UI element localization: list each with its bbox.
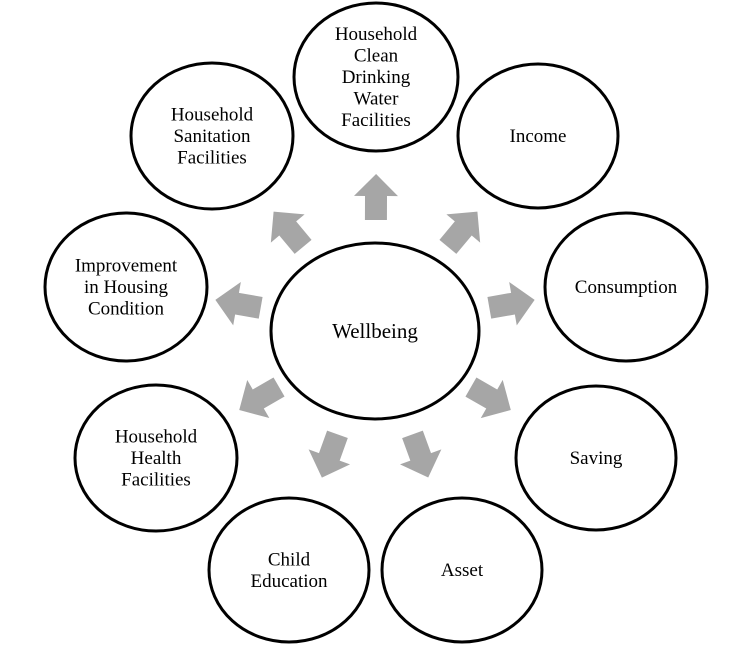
arrow-to-sanitation-facilities <box>270 211 312 254</box>
arrow-layer <box>215 174 535 478</box>
node-asset-label-line: Asset <box>441 560 484 581</box>
arrow-to-drinking-water <box>354 174 399 221</box>
node-housing-condition-label-line: in Housing <box>84 277 168 298</box>
node-drinking-water-label-line: Drinking <box>342 67 411 88</box>
arrow-to-income <box>439 211 481 254</box>
node-consumption-label-line: Consumption <box>575 277 678 298</box>
node-health-facilities-label-line: Health <box>131 448 182 469</box>
node-saving-label: Saving <box>570 448 623 469</box>
node-housing-condition-circle <box>43 211 209 363</box>
node-sanitation-facilities-label-line: Facilities <box>177 148 247 169</box>
arrow-to-saving <box>465 377 511 419</box>
node-child-education-circle <box>207 496 371 644</box>
node-sanitation-facilities-circle <box>129 61 295 211</box>
center-node: Wellbeing <box>269 241 481 421</box>
node-income-circle <box>456 62 620 210</box>
arrow-to-health-facilities <box>239 377 285 419</box>
node-sanitation-facilities-label-line: Sanitation <box>173 126 251 147</box>
node-health-facilities-circle <box>73 383 239 533</box>
node-asset-label: Asset <box>441 560 484 581</box>
node-income-label-line: Income <box>510 126 567 147</box>
node-child-education-label-line: Education <box>250 571 328 592</box>
node-drinking-water-label-line: Facilities <box>341 110 411 131</box>
arrow-to-consumption <box>487 281 535 326</box>
node-saving: Saving <box>514 384 678 532</box>
node-saving-label-line: Saving <box>570 448 623 469</box>
node-saving-circle <box>514 384 678 532</box>
node-income: Income <box>456 62 620 210</box>
wellbeing-circle <box>269 241 481 421</box>
node-income-label: Income <box>510 126 567 147</box>
node-child-education-label-line: Child <box>268 549 311 570</box>
wellbeing-label: Wellbeing <box>332 319 418 343</box>
node-consumption-label: Consumption <box>575 277 678 298</box>
node-drinking-water-circle <box>292 1 460 153</box>
node-asset-circle <box>380 496 544 644</box>
node-sanitation-facilities-label-line: Household <box>171 105 254 126</box>
node-drinking-water-label-line: Water <box>354 89 400 110</box>
node-asset: Asset <box>380 496 544 644</box>
node-housing-condition-label-line: Condition <box>88 299 165 320</box>
node-consumption-circle <box>543 211 709 363</box>
node-drinking-water-label-line: Clean <box>354 46 399 67</box>
node-health-facilities-label-line: Facilities <box>121 470 191 491</box>
arrow-to-asset <box>400 430 442 478</box>
arrow-to-housing-condition <box>215 281 263 326</box>
node-drinking-water-label-line: Household <box>335 24 418 45</box>
arrow-to-child-education <box>308 430 351 478</box>
node-housing-condition-label-line: Improvement <box>75 256 178 277</box>
node-consumption: Consumption <box>543 211 709 363</box>
node-health-facilities-label-line: Household <box>115 427 198 448</box>
